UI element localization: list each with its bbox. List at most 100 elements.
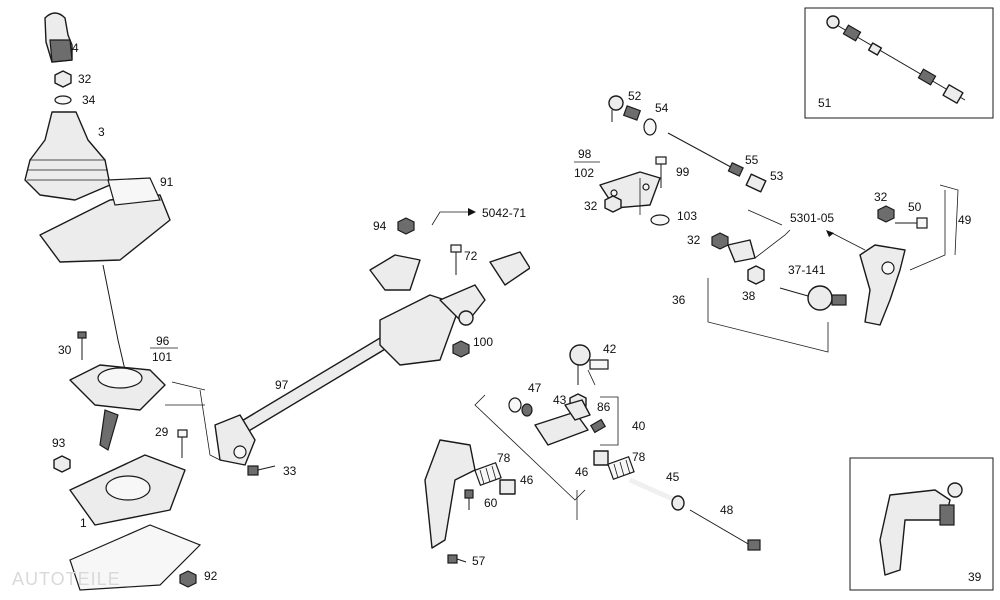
label-4: 4 bbox=[72, 41, 79, 55]
boot-3 bbox=[24, 111, 111, 201]
label-32-d: 32 bbox=[874, 190, 888, 204]
label-3: 3 bbox=[98, 125, 105, 139]
inset-box-39 bbox=[849, 457, 994, 591]
spring-78a bbox=[474, 461, 502, 487]
shaft-45 bbox=[628, 477, 685, 511]
label-53: 53 bbox=[770, 169, 784, 183]
label-51: 51 bbox=[818, 96, 832, 110]
bracket-94 bbox=[369, 217, 421, 291]
bolt-57 bbox=[447, 554, 467, 564]
label-96: 96 bbox=[156, 334, 170, 348]
bolt-60 bbox=[464, 489, 474, 510]
washer-103 bbox=[650, 214, 670, 226]
ball-joint-52 bbox=[608, 95, 642, 122]
lever-housing-96 bbox=[69, 364, 166, 451]
label-49: 49 bbox=[958, 213, 972, 227]
label-91: 91 bbox=[160, 175, 174, 189]
inset-rod-51 bbox=[826, 15, 966, 104]
label-103: 103 bbox=[677, 209, 697, 223]
bolt-48 bbox=[689, 509, 761, 551]
label-100: 100 bbox=[473, 335, 493, 349]
shift-lever bbox=[102, 264, 126, 371]
label-39: 39 bbox=[968, 570, 982, 584]
tee-pipe-40 bbox=[534, 399, 607, 446]
leader-lines bbox=[165, 178, 959, 520]
nut-93 bbox=[53, 455, 71, 473]
label-38: 38 bbox=[742, 289, 756, 303]
label-34: 34 bbox=[82, 93, 96, 107]
shift-rod-97 bbox=[214, 284, 486, 466]
label-43: 43 bbox=[553, 393, 567, 407]
bush-46b bbox=[593, 450, 609, 466]
washer-47a bbox=[508, 397, 522, 413]
label-93: 93 bbox=[52, 436, 66, 450]
bracket-arm bbox=[424, 439, 476, 549]
bolt-33 bbox=[247, 465, 276, 476]
adjust-rod bbox=[667, 132, 767, 193]
label-57: 57 bbox=[472, 554, 486, 568]
label-78: 78 bbox=[497, 451, 511, 465]
label-54: 54 bbox=[655, 101, 669, 115]
bolt-29 bbox=[177, 429, 188, 458]
label-98: 98 bbox=[578, 147, 592, 161]
label-32-c: 32 bbox=[687, 233, 701, 247]
inset-lever-39 bbox=[879, 482, 963, 576]
label-42: 42 bbox=[603, 342, 617, 356]
label-1: 1 bbox=[80, 516, 87, 530]
label-92: 92 bbox=[204, 569, 218, 583]
nut-54 bbox=[643, 118, 657, 136]
bolt-72 bbox=[450, 244, 462, 275]
joint-42 bbox=[569, 344, 609, 385]
nut-32d bbox=[877, 205, 895, 223]
label-102: 102 bbox=[574, 166, 594, 180]
inset-box-51 bbox=[804, 7, 994, 119]
nut-32b bbox=[604, 195, 622, 213]
label-45: 45 bbox=[666, 470, 680, 484]
label-50: 50 bbox=[908, 200, 922, 214]
label-37-141: 37-141 bbox=[788, 263, 826, 277]
labels: 4 32 34 3 91 30 96 101 93 29 33 1 92 97 … bbox=[52, 41, 982, 584]
nut-92 bbox=[179, 570, 197, 588]
clamp-100 bbox=[452, 310, 474, 358]
label-5301-05: 5301-05 bbox=[790, 211, 834, 225]
label-30: 30 bbox=[58, 343, 72, 357]
washer-34 bbox=[54, 95, 72, 105]
nut-32-top bbox=[54, 70, 72, 88]
label-29: 29 bbox=[155, 425, 169, 439]
bolt-99 bbox=[655, 156, 667, 188]
label-55: 55 bbox=[745, 153, 759, 167]
spring-78b bbox=[607, 455, 635, 481]
label-94: 94 bbox=[373, 219, 387, 233]
label-78-b: 78 bbox=[632, 450, 646, 464]
label-33: 33 bbox=[283, 464, 297, 478]
nut-38 bbox=[747, 265, 765, 285]
bush-46a bbox=[499, 479, 516, 495]
label-72: 72 bbox=[464, 249, 478, 263]
gasket-1 bbox=[69, 454, 186, 526]
plate-lower bbox=[69, 524, 202, 591]
label-32: 32 bbox=[78, 72, 92, 86]
label-97: 97 bbox=[275, 378, 289, 392]
washer-47b bbox=[521, 403, 533, 417]
label-52: 52 bbox=[628, 89, 642, 103]
label-86: 86 bbox=[597, 400, 611, 414]
label-99: 99 bbox=[676, 165, 690, 179]
bolt-50 bbox=[895, 217, 928, 229]
gear-knob-4 bbox=[44, 12, 73, 63]
label-48: 48 bbox=[720, 503, 734, 517]
label-5042-71: 5042-71 bbox=[482, 206, 526, 220]
bracket-line-left bbox=[474, 394, 586, 501]
nut-32c bbox=[711, 232, 729, 250]
label-40: 40 bbox=[632, 419, 646, 433]
lever-49 bbox=[859, 244, 906, 326]
watermark: AUTOTEILE bbox=[12, 569, 121, 589]
ball-joint-37 bbox=[779, 285, 847, 311]
label-46: 46 bbox=[520, 473, 534, 487]
bolt-30 bbox=[77, 331, 87, 360]
label-101: 101 bbox=[152, 350, 172, 364]
label-32-b: 32 bbox=[584, 199, 598, 213]
label-47: 47 bbox=[528, 381, 542, 395]
label-46-b: 46 bbox=[575, 465, 589, 479]
boot-frame-91 bbox=[39, 177, 171, 263]
